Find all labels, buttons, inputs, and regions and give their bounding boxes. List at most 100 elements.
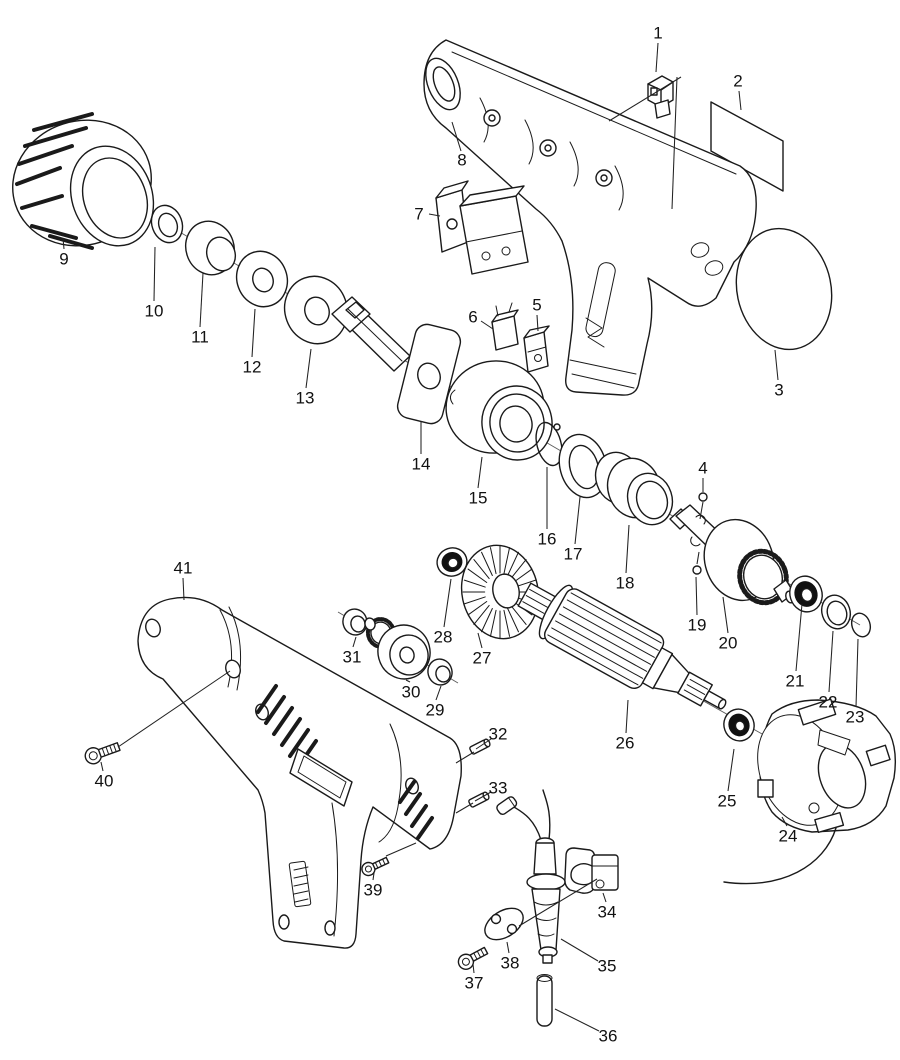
- leader-line-5: [536, 314, 539, 332]
- leader-line-23: [855, 638, 859, 708]
- leader-line-8: [451, 121, 462, 152]
- leader-line-31: [352, 636, 357, 648]
- clamp-shape: [564, 847, 619, 894]
- terminal-block-shape: [491, 302, 519, 351]
- leader-line-13: [305, 348, 312, 389]
- leader-line-37: [472, 963, 475, 974]
- leader-line-32: [475, 738, 492, 750]
- part-label-8: 8: [457, 151, 466, 170]
- fan-blade: [503, 609, 511, 637]
- leader-line-41: [182, 577, 185, 601]
- leader-line-17: [574, 496, 581, 545]
- fan-blade: [473, 604, 490, 625]
- detail-line: [455, 751, 475, 764]
- part-label-10: 10: [145, 302, 164, 321]
- part-label-27: 27: [473, 649, 492, 668]
- leader-line-24: [781, 816, 788, 827]
- chuck-cover-shape: [12, 112, 155, 250]
- fan-blade: [467, 601, 488, 616]
- leader-line-29: [435, 685, 442, 701]
- leader-line-22: [828, 630, 834, 693]
- leader-line-38: [506, 941, 510, 954]
- detail-line: [699, 501, 704, 520]
- fan-blade: [481, 607, 493, 633]
- fan-blade: [510, 559, 527, 580]
- leader-line-40: [100, 761, 104, 772]
- fan-blade: [489, 547, 497, 575]
- leader-line-10: [153, 246, 156, 302]
- part-label-34: 34: [598, 903, 617, 922]
- retainer-ring-shape: [820, 594, 852, 630]
- switch-knob-shape: [647, 75, 674, 119]
- leader-line-3: [774, 349, 779, 381]
- part-label-19: 19: [688, 616, 707, 635]
- part-label-41: 41: [174, 559, 193, 578]
- spring-cap-shape: [594, 451, 674, 526]
- leader-line-11: [199, 272, 204, 328]
- leader-line-35: [560, 938, 599, 962]
- upper-housing-shape: [423, 39, 757, 396]
- detail-line: [696, 551, 700, 565]
- part-label-7: 7: [414, 205, 423, 224]
- part-label-31: 31: [343, 648, 362, 667]
- part-label-12: 12: [243, 358, 262, 377]
- oval-label-shape: [735, 227, 833, 351]
- washer-shape: [235, 250, 289, 308]
- detail-line: [455, 802, 474, 814]
- holder-block-shape: [523, 325, 550, 373]
- screw-39-shape: [361, 856, 390, 877]
- leader-line-18: [625, 524, 630, 574]
- part-label-23: 23: [846, 708, 865, 727]
- leader-line-39: [372, 872, 375, 881]
- steel-ball-shape: [692, 492, 708, 575]
- part-label-2: 2: [733, 72, 742, 91]
- bushing-front-shape: [427, 658, 453, 686]
- lower-housing-shape: [137, 596, 462, 949]
- fan-blade: [481, 551, 493, 577]
- part-label-3: 3: [774, 381, 783, 400]
- part-label-4: 4: [698, 459, 707, 478]
- switch-shape: [435, 180, 529, 275]
- leader-line-1: [655, 42, 659, 73]
- part-label-25: 25: [718, 792, 737, 811]
- leader-line-30: [405, 679, 411, 683]
- leader-line-7: [428, 213, 441, 217]
- leader-line-21: [795, 603, 803, 672]
- part-label-17: 17: [564, 545, 583, 564]
- fan-blade: [463, 596, 486, 605]
- part-label-20: 20: [719, 634, 738, 653]
- part-label-9: 9: [59, 250, 68, 269]
- leader-line-12: [251, 308, 256, 358]
- flat-washer-shape: [150, 204, 184, 244]
- fan-gear-shape: [460, 544, 540, 640]
- part-label-21: 21: [786, 672, 805, 691]
- fan-blade: [473, 559, 490, 580]
- anvil-spindle-shape: [331, 296, 462, 425]
- o-ring-shape: [535, 421, 563, 467]
- leader-line-2: [738, 90, 742, 111]
- part-label-24: 24: [779, 827, 798, 846]
- fan-blade: [467, 568, 488, 583]
- ball-bearing-shape: [789, 575, 823, 613]
- part-label-38: 38: [501, 954, 520, 973]
- leader-line-26: [625, 699, 629, 734]
- tube-shape: [536, 974, 553, 1027]
- pin-33-shape: [468, 791, 490, 808]
- part-label-1: 1: [653, 24, 662, 43]
- detail-line: [671, 76, 678, 210]
- leader-line-9: [62, 237, 65, 250]
- part-label-16: 16: [538, 530, 557, 549]
- fan-blade: [507, 551, 519, 577]
- leader-lines: [62, 42, 859, 1032]
- flat-ring-shape: [558, 433, 608, 499]
- fan-blade: [489, 609, 497, 637]
- leader-line-6: [480, 320, 494, 330]
- small-o-ring-shape: [850, 612, 872, 638]
- part-label-15: 15: [469, 489, 488, 508]
- holder-plate-shape: [484, 907, 524, 941]
- part-label-5: 5: [532, 296, 541, 315]
- part-label-6: 6: [468, 308, 477, 327]
- armature-shape: [517, 582, 727, 710]
- leader-line-19: [695, 576, 698, 616]
